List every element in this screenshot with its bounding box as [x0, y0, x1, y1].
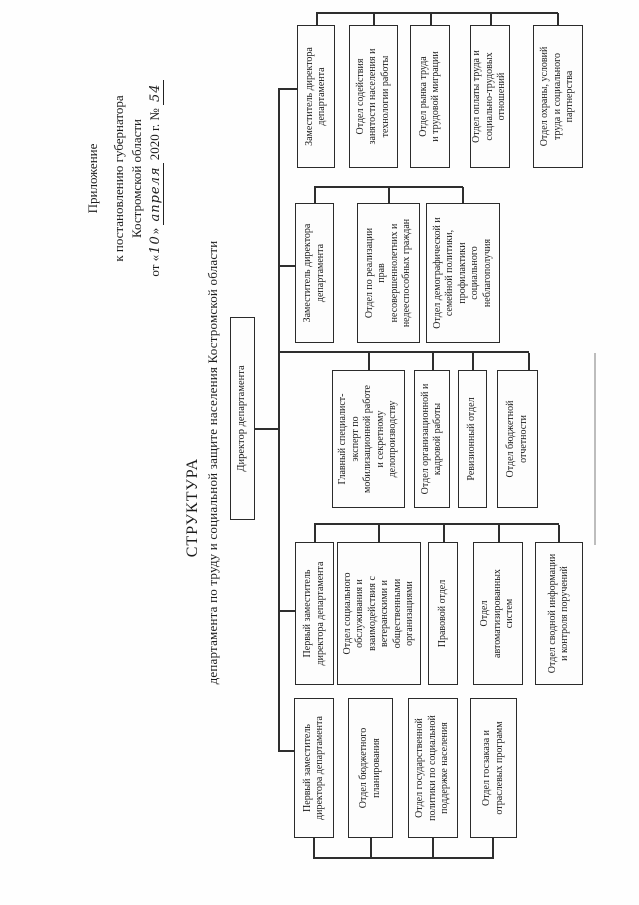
- org-box-minors-rights: Отдел по реализации прав несовершеннолет…: [357, 203, 420, 343]
- connector-stub: [472, 353, 474, 370]
- connector-drop-col1: [278, 750, 295, 752]
- connector-stub: [368, 353, 370, 370]
- connector-stub: [557, 13, 559, 25]
- connector-rail-col1: [313, 857, 494, 859]
- org-box-budget-planning: Отдел бюджетного планирования: [348, 698, 393, 838]
- date-prefix: от «: [147, 254, 162, 277]
- connector-drop-col4: [278, 265, 296, 267]
- annex-line-3: Костромской области: [129, 118, 144, 239]
- scan-crease-artifact: [594, 353, 596, 545]
- connector-rail-col3: [278, 351, 529, 353]
- org-box-gov-orders-programs: Отдел госзаказа и отраслевых программ: [470, 698, 517, 838]
- connector-stub: [316, 13, 318, 25]
- connector-main-rail: [278, 88, 280, 752]
- connector-stub: [558, 525, 560, 542]
- connector-stub: [314, 525, 316, 542]
- org-box-legal: Правовой отдел: [428, 542, 458, 685]
- connector-rail-col2: [314, 523, 559, 525]
- org-box-automated-systems: Отдел автоматизированных систем: [473, 542, 523, 685]
- org-box-labor-market-migration: Отдел рынка труда и трудовой миграции: [410, 25, 450, 168]
- date-close-quote: »: [147, 227, 162, 235]
- date-day-handwritten: 10: [148, 235, 163, 254]
- org-box-labor-protection-partnership: Отдел охраны, условий труда и социальног…: [533, 25, 583, 168]
- org-box-first-deputy-1: Первый заместитель директора департамент…: [294, 698, 334, 838]
- org-box-budget-reporting: Отдел бюджетной отчетности: [497, 370, 538, 508]
- chart-subtitle: департамента по труду и социальной защит…: [205, 0, 221, 905]
- connector-stub: [492, 838, 494, 859]
- org-box-audit: Ревизионный отдел: [458, 370, 487, 508]
- connector-stub: [388, 187, 390, 203]
- connector-stub: [432, 838, 434, 859]
- org-box-deputy-1: Заместитель директора департамента: [295, 203, 334, 343]
- connector-stub: [462, 187, 464, 203]
- date-month-handwritten: апреля: [148, 163, 164, 225]
- org-box-deputy-2: Заместитель директора департамента: [297, 25, 335, 168]
- connector-stub: [528, 353, 530, 370]
- chart-title: СТРУКТУРА: [184, 0, 202, 905]
- connector-stub: [378, 525, 380, 542]
- org-box-state-policy-social-support: Отдел государственной политики по социал…: [408, 698, 458, 838]
- chart-subtitle-text: департамента по труду и социальной защит…: [205, 240, 220, 685]
- connector-stub: [373, 13, 375, 25]
- annex-line-1: Приложение: [85, 143, 100, 214]
- org-box-employment-assistance: Отдел содействия занятости населения и т…: [349, 25, 398, 168]
- org-box-chief-specialist-mobilization: Главный специалист- эксперт по мобилизац…: [332, 370, 405, 508]
- connector-director-drop: [254, 428, 279, 430]
- connector-stub: [313, 838, 315, 859]
- connector-stub: [430, 13, 432, 25]
- connector-drop-col5: [278, 88, 298, 90]
- connector-stub: [370, 838, 372, 859]
- org-box-social-services-veterans: Отдел социального обслуживания и взаимод…: [337, 542, 421, 685]
- connector-stub: [498, 525, 500, 542]
- org-box-summary-info-control: Отдел сводной информации и контроля пору…: [535, 542, 583, 685]
- connector-stub: [314, 187, 316, 203]
- annex-date-line: от «10» апреля 2020 г. № 54: [146, 36, 165, 321]
- annex-note: Приложение к постановлению губернатора К…: [84, 36, 165, 321]
- org-box-demographic-family-policy: Отдел демографической и семейной политик…: [426, 203, 500, 343]
- org-box-wages-social-labor: Отдел оплаты труда и социально-трудовых …: [470, 25, 510, 168]
- annex-line-2: к постановлению губернатора: [111, 95, 126, 262]
- chart-title-text: СТРУКТУРА: [184, 457, 201, 558]
- org-box-first-deputy-2: Первый заместитель директора департамент…: [295, 542, 334, 685]
- connector-stub: [443, 525, 445, 542]
- date-year: 2020 г. №: [147, 108, 162, 161]
- date-number-handwritten: 54: [148, 80, 164, 105]
- connector-stub: [490, 13, 492, 25]
- connector-rail-col5: [316, 12, 558, 14]
- org-box-organizational-hr: Отдел организационной и кадровой работы: [414, 370, 450, 508]
- connector-stub: [432, 353, 434, 370]
- org-box-director: Директор департамента: [230, 317, 255, 520]
